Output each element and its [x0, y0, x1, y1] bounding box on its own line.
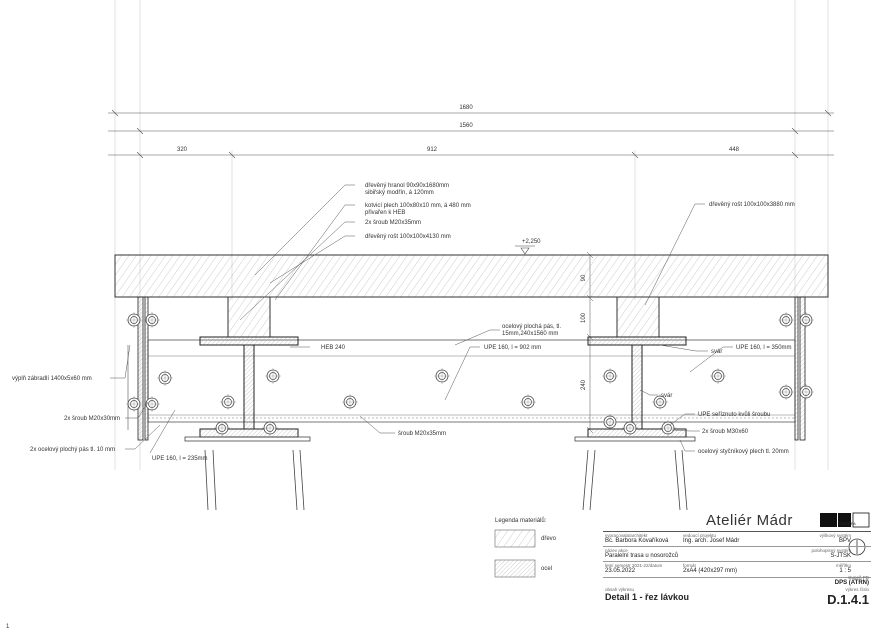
- label-timber-beam-2: sibiřský modřín, á 120mm: [365, 190, 434, 196]
- dim-middle: 912: [427, 147, 438, 153]
- scale: 1 : 5: [839, 568, 851, 574]
- dim-right: 448: [729, 147, 740, 153]
- label-grid-left: dřevěný rošt 100x100x4130 mm: [365, 234, 451, 240]
- label-upe-235: UPE 160, l = 235mm: [152, 456, 208, 462]
- title-block: vypracovala/architekt Bc. Barbora Kovaří…: [603, 531, 871, 607]
- sheet-number: D.1.4.1: [827, 592, 869, 607]
- legend-wood-label: dřevo: [541, 536, 557, 542]
- action-label: název akce: [605, 548, 628, 553]
- sheet-label: výkres číslo: [845, 587, 869, 592]
- lead-label: vedoucí projektu: [683, 533, 717, 538]
- label-bolt-m20x30: 2x šroub M20x30mm: [64, 416, 120, 422]
- n-logo: [852, 512, 870, 528]
- reference-lines: [114, 0, 829, 470]
- label-weld-1: svár: [711, 349, 722, 355]
- page-number: 1: [6, 624, 10, 630]
- content-label: obsah výkresu: [605, 587, 635, 592]
- coord-system: S-JTSK: [830, 553, 851, 559]
- base-plate-right: [574, 436, 696, 442]
- action: Paralelní trasa u nosorožců: [605, 553, 679, 559]
- label-anchor-2: přivařen k HEB: [365, 210, 405, 216]
- legend-steel-swatch: [494, 559, 536, 578]
- side-rail-right: [794, 296, 806, 441]
- label-joint-plate: ocelový styčníkový plech tl. 20mm: [698, 449, 789, 455]
- label-flat-plate-10: 2x ocelový plochý pás tl. 10 mm: [30, 447, 115, 453]
- dim-left: 320: [177, 147, 188, 153]
- leader-lines: [110, 184, 733, 454]
- label-upe-350: UPE 160, l = 350mm: [736, 345, 792, 351]
- dim-post-height: 100: [581, 312, 587, 323]
- content: Detail 1 - řez lávkou: [605, 592, 690, 602]
- label-upe-cut: UPE seříznuto kvůli šroubu: [698, 411, 770, 418]
- author: Bc. Barbora Kovaříková: [605, 538, 669, 544]
- label-heb: HEB 240: [321, 345, 346, 351]
- label-weld-2: svár: [661, 393, 672, 399]
- studio-name: Ateliér Mádr: [706, 512, 793, 529]
- label-anchor-1: kotvicí plech 100x80x10 mm, á 480 mm: [365, 203, 471, 209]
- format: 2xA4 (420x297 mm): [683, 568, 738, 574]
- legend-steel-label: ocel: [541, 566, 553, 572]
- height-system: BPV: [838, 538, 851, 544]
- date: 23.05.2022: [605, 568, 636, 574]
- north-symbol-icon: [848, 538, 866, 556]
- format-label: formát: [683, 563, 696, 568]
- base-plate-left: [184, 436, 311, 442]
- lead: Ing. arch. Josef Mádr: [683, 538, 740, 544]
- level-mark-text: +2,250: [522, 239, 541, 245]
- legend-wood-swatch: [494, 529, 536, 548]
- dim-inner: 1560: [459, 123, 473, 129]
- label-railing: výplň zábradlí 1400x5x60 mm: [12, 376, 92, 382]
- heb-left: [199, 336, 299, 438]
- side-rail-left: [137, 296, 149, 441]
- cvut-logo-text: ČVUT FA: [839, 521, 856, 526]
- label-bolt-m30x60: 2x šroub M30x60: [702, 429, 749, 435]
- timber-post-right: [616, 296, 660, 338]
- height-system-label: výškový systém: [819, 533, 851, 538]
- cvut-logo: [820, 513, 837, 527]
- label-upe-902: UPE 160, l = 902 mm: [484, 345, 541, 351]
- scale-label: měřítko: [835, 563, 851, 568]
- heb-right: [587, 336, 687, 438]
- coord-system-label: polohopisný systém: [811, 548, 851, 553]
- level-mark: [515, 245, 535, 255]
- label-flat-bar-1: ocelový plochá pás, tl.: [502, 324, 561, 330]
- legend-title: Legenda materiálů:: [495, 518, 547, 524]
- dimension-lines: [108, 109, 834, 159]
- stage: DPS (ATRN): [834, 580, 869, 586]
- label-bolt-m20x35-bottom: šroub M20x35mm: [398, 431, 446, 437]
- label-flat-bar-2: 15mm,240x1560 mm: [502, 331, 558, 337]
- stage-label: stupeň PD: [847, 575, 869, 580]
- support-legs: [204, 449, 688, 511]
- label-timber-beam-1: dřevěný hranol 90x90x1680mm: [365, 183, 449, 189]
- dim-upe-height: 240: [581, 379, 587, 390]
- fa-logo: [838, 513, 851, 527]
- dim-overall: 1680: [459, 105, 473, 111]
- timber-post-left: [227, 296, 271, 338]
- label-grid-right: dřevěný rošt 100x100x3880 mm: [709, 202, 795, 208]
- label-bolt-m20x35-top: 2x šroub M20x35mm: [365, 220, 421, 226]
- author-label: vypracovala/architekt: [605, 533, 648, 538]
- semester-label: letní semestr 2021-22/datum: [605, 563, 663, 568]
- timber-beam: [114, 254, 829, 298]
